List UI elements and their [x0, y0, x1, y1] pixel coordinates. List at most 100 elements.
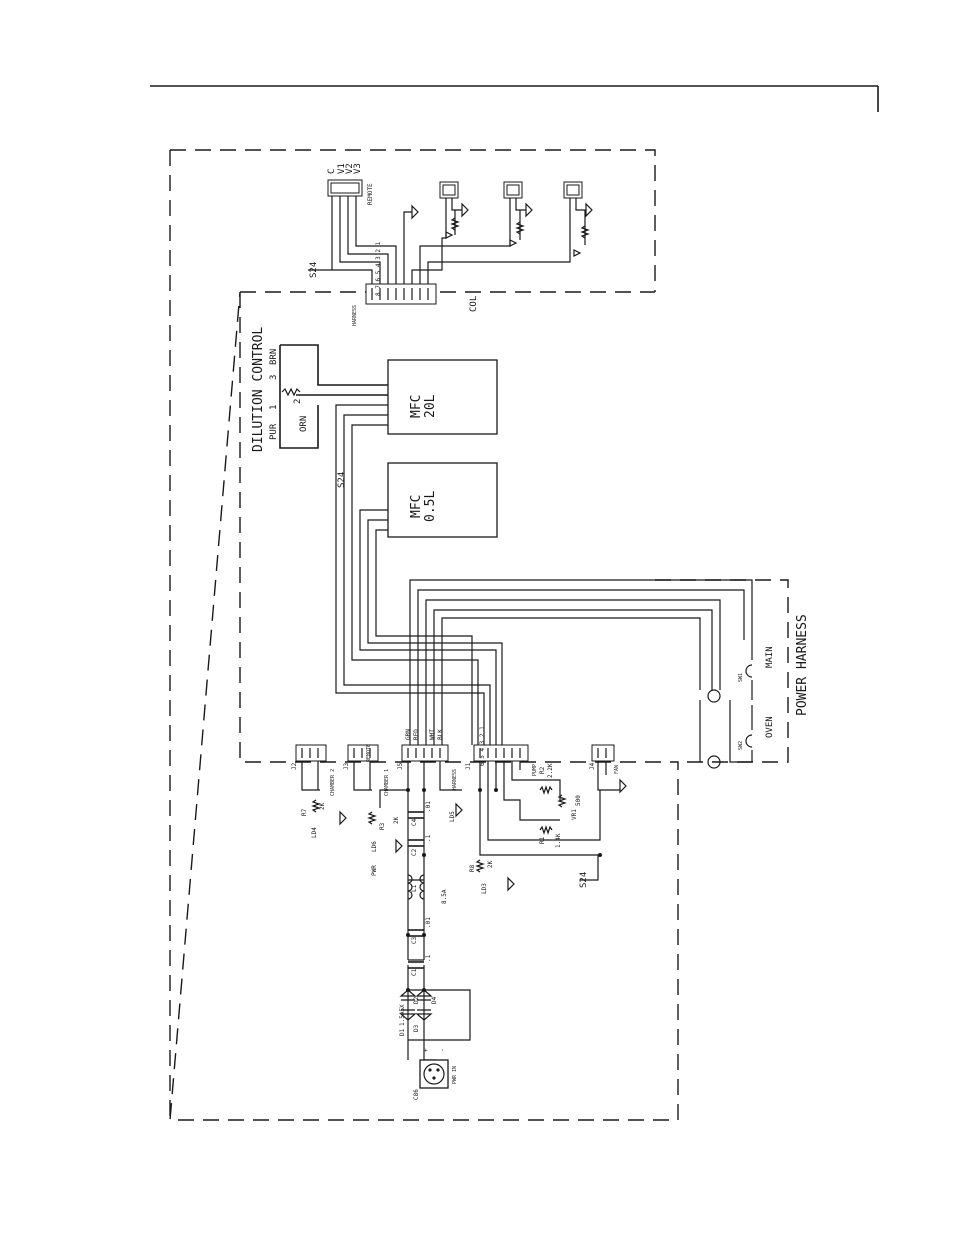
c1-value: .1 — [425, 954, 432, 962]
j3-label: J3 — [343, 762, 350, 770]
ground-symbol — [411, 204, 419, 220]
ground-symbol — [461, 202, 469, 218]
harness-top-label: HARNESS — [352, 305, 358, 326]
c2-value: .1 — [425, 834, 432, 842]
brn-label: BRN — [269, 349, 279, 365]
ground-symbol — [525, 202, 533, 218]
ground-symbol — [339, 810, 347, 826]
resistor-r8 — [475, 859, 485, 873]
enclosure-outline — [169, 149, 679, 1121]
c3-value: .01 — [425, 917, 432, 928]
r1-label: R1 — [539, 836, 546, 844]
chamber1-connector — [347, 744, 379, 762]
harness-mid-label: HARNESS — [452, 769, 458, 790]
col-harness-connector — [365, 283, 437, 305]
pump-pins-label: 6 5 4 3 2 1 — [479, 726, 486, 766]
ld8-label: LD3 — [481, 883, 488, 894]
r2-value: 2.2K — [547, 763, 554, 778]
chamber2-label: CHAMBER 2 — [330, 769, 336, 796]
potentiometer-vr1 — [557, 794, 567, 808]
c4-label: C4 — [411, 818, 418, 826]
harness-connector-j3 — [401, 744, 449, 762]
d1-value: 1.5A5X — [399, 1004, 406, 1026]
l1-value: 8.5A — [441, 889, 448, 904]
pwr-in-label: PWR IN — [452, 1066, 458, 1084]
red-label: RED — [413, 729, 420, 740]
col-label: COL — [469, 296, 479, 312]
j1-label: J1 — [465, 762, 472, 770]
ground-symbol — [395, 838, 403, 854]
led-ld3 — [573, 249, 582, 257]
resistor-r6 — [580, 225, 590, 239]
orn-label: ORN — [299, 416, 309, 432]
resistor-r5 — [515, 221, 525, 235]
top-wires — [308, 196, 586, 284]
mfc-05l-size: 0.5L — [423, 491, 438, 522]
fan-connector-j4 — [591, 744, 615, 762]
r8-label: R8 — [469, 864, 476, 872]
resistor-r3 — [367, 811, 377, 825]
mfc-20l-size: 20L — [423, 394, 438, 418]
mfc-20l-box — [387, 359, 498, 435]
remote-label: REMOTE — [366, 744, 372, 762]
dilution-control-label: DILUTION CONTROL — [251, 327, 266, 452]
blk-label: BLK — [437, 729, 444, 740]
mfc-wires — [335, 404, 503, 745]
r1-value: 1.4K — [555, 833, 562, 848]
power-switches — [699, 640, 753, 769]
top-connectors — [327, 179, 583, 199]
grn-label: GRN — [405, 729, 412, 740]
dilution-control-wiring — [279, 344, 388, 449]
resistor-r2 — [539, 785, 553, 795]
vr1-value: 500 — [575, 795, 582, 806]
vr1-label: VR1 — [571, 809, 578, 820]
d4-label: D4 — [431, 996, 438, 1004]
power-harness-wires — [409, 579, 753, 745]
v2-label: V2 — [345, 163, 355, 174]
power-jack-socket — [423, 1063, 445, 1085]
diode-bridge — [399, 989, 433, 1021]
mfc-05l-box — [387, 462, 498, 538]
resistor-r1 — [539, 825, 553, 835]
v3-label: V3 — [353, 163, 363, 174]
j5-label: J5 — [397, 762, 404, 770]
resistor-r4 — [450, 217, 460, 231]
j2-label: J2 — [291, 762, 298, 770]
lower-circuit-wires — [301, 761, 620, 1061]
harness-pins-label: 8 7 6 5 4 3 2 1 — [375, 241, 382, 296]
chamber2-connector — [295, 744, 327, 762]
oven-label: OVEN — [765, 716, 775, 738]
wht-label: WHT — [429, 729, 436, 740]
mfc-05l-title: MFC — [409, 495, 424, 518]
s24-label-mid: S24 — [337, 472, 347, 488]
ground-symbol — [455, 802, 463, 818]
remote-label-top: REMOTE — [367, 183, 374, 205]
fan-label: FAN — [614, 765, 620, 774]
r3-label: R3 — [379, 822, 386, 830]
j4-label: J4 — [589, 762, 596, 770]
l1-label: L1 — [411, 884, 418, 892]
plus-label: + — [423, 1048, 430, 1052]
chamber1-label: CHAMBER 1 — [384, 769, 390, 796]
ld5-label: LD5 — [449, 811, 456, 822]
d1-label: D1 — [399, 1028, 406, 1036]
led-ld1 — [445, 231, 454, 239]
ground-symbol — [619, 778, 627, 794]
r7-label: R7 — [301, 808, 308, 816]
s24-label-bottom: S24 — [579, 872, 589, 888]
pwr-label: PWR — [371, 865, 378, 876]
power-harness-label: POWER HARNESS — [795, 614, 810, 716]
r3-value: 2K — [393, 816, 400, 824]
c-label: C — [327, 169, 337, 174]
r7-value: 2K — [319, 802, 326, 810]
ld6-label: LD6 — [371, 841, 378, 852]
pin1-label: 1 — [269, 405, 279, 410]
c3-label: C3 — [411, 936, 418, 944]
sw1-label: SW1 — [738, 673, 744, 682]
mfc-20l-title: MFC — [409, 395, 424, 418]
d3-label: D3 — [413, 1024, 420, 1032]
inductor-l1 — [407, 874, 425, 900]
c2-label: C2 — [411, 848, 418, 856]
capacitors — [408, 811, 424, 969]
